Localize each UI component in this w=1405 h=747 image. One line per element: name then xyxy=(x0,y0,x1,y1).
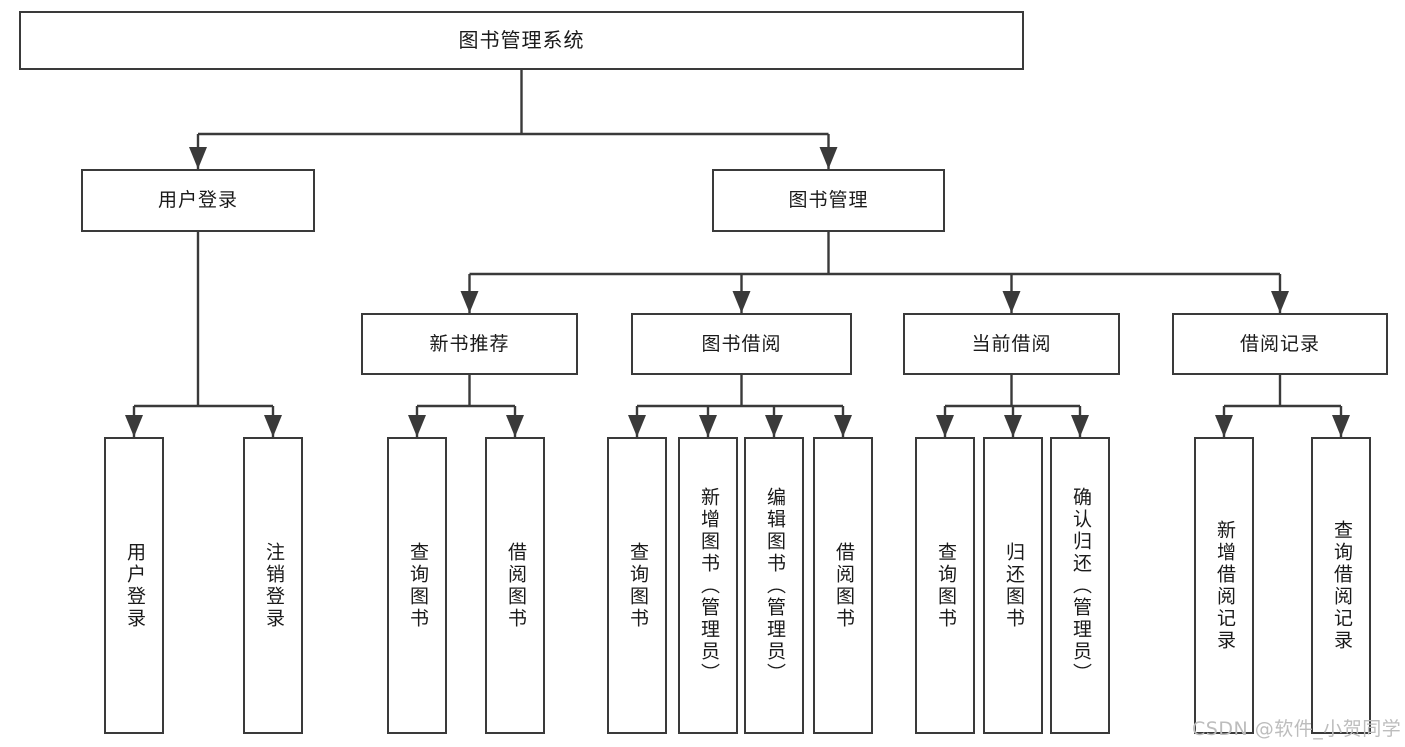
arrowhead-current xyxy=(1002,291,1021,313)
arrowhead-n_borrow xyxy=(506,415,524,437)
node-label-newbook: 新书推荐 xyxy=(429,332,510,355)
node-label-r_query: 查询借阅记录 xyxy=(1330,519,1353,652)
node-label-bookmgmt: 图书管理 xyxy=(788,189,869,212)
node-box-c_confirm[interactable]: 确认归还（管理员） xyxy=(1050,437,1110,734)
arrowhead-n_query xyxy=(408,415,426,437)
arrowhead-r_add xyxy=(1215,415,1233,437)
node-box-b_query[interactable]: 查询图书 xyxy=(607,437,667,734)
arrowhead-c_query xyxy=(936,415,954,437)
node-box-current[interactable]: 当前借阅 xyxy=(903,313,1120,375)
node-box-login[interactable]: 用户登录 xyxy=(81,169,315,232)
node-label-b_borrow: 借阅图书 xyxy=(832,541,855,630)
node-label-b_edit: 编辑图书（管理员） xyxy=(763,486,786,685)
node-label-c_query: 查询图书 xyxy=(934,541,957,630)
arrowhead-c_confirm xyxy=(1071,415,1089,437)
node-label-l_logout: 注销登录 xyxy=(262,541,285,630)
node-label-current: 当前借阅 xyxy=(971,332,1052,355)
node-box-n_borrow[interactable]: 借阅图书 xyxy=(485,437,545,734)
node-label-borrow: 图书借阅 xyxy=(701,332,782,355)
node-box-r_query[interactable]: 查询借阅记录 xyxy=(1311,437,1371,734)
arrowhead-b_query xyxy=(628,415,646,437)
node-box-b_edit[interactable]: 编辑图书（管理员） xyxy=(744,437,804,734)
node-box-records[interactable]: 借阅记录 xyxy=(1172,313,1388,375)
node-label-records: 借阅记录 xyxy=(1239,332,1320,355)
node-box-r_add[interactable]: 新增借阅记录 xyxy=(1194,437,1254,734)
arrowhead-borrow xyxy=(732,291,751,313)
node-label-l_login: 用户登录 xyxy=(123,541,146,630)
node-label-n_query: 查询图书 xyxy=(406,541,429,630)
arrowhead-b_borrow xyxy=(834,415,852,437)
node-box-b_borrow[interactable]: 借阅图书 xyxy=(813,437,873,734)
node-box-root[interactable]: 图书管理系统 xyxy=(19,11,1024,70)
node-label-root: 图书管理系统 xyxy=(458,27,585,52)
node-label-r_add: 新增借阅记录 xyxy=(1213,519,1236,652)
node-label-n_borrow: 借阅图书 xyxy=(504,541,527,630)
node-box-c_return[interactable]: 归还图书 xyxy=(983,437,1043,734)
node-label-login: 用户登录 xyxy=(157,189,238,212)
node-label-c_confirm: 确认归还（管理员） xyxy=(1069,486,1092,685)
node-label-c_return: 归还图书 xyxy=(1002,541,1025,630)
node-box-bookmgmt[interactable]: 图书管理 xyxy=(712,169,945,232)
arrowhead-records xyxy=(1271,291,1289,313)
arrowhead-r_query xyxy=(1332,415,1350,437)
arrowhead-c_return xyxy=(1004,415,1022,437)
node-box-l_login[interactable]: 用户登录 xyxy=(104,437,164,734)
arrowhead-bookmgmt xyxy=(819,147,838,169)
arrowhead-newbook xyxy=(460,291,479,313)
node-box-c_query[interactable]: 查询图书 xyxy=(915,437,975,734)
node-box-l_logout[interactable]: 注销登录 xyxy=(243,437,303,734)
arrowhead-l_logout xyxy=(264,415,282,437)
node-box-borrow[interactable]: 图书借阅 xyxy=(631,313,852,375)
node-box-newbook[interactable]: 新书推荐 xyxy=(361,313,578,375)
node-label-b_query: 查询图书 xyxy=(626,541,649,630)
node-box-b_add[interactable]: 新增图书（管理员） xyxy=(678,437,738,734)
arrowhead-login xyxy=(189,147,207,169)
node-label-b_add: 新增图书（管理员） xyxy=(697,486,720,685)
arrowhead-b_edit xyxy=(765,415,783,437)
node-box-n_query[interactable]: 查询图书 xyxy=(387,437,447,734)
arrowhead-b_add xyxy=(699,415,717,437)
arrowhead-l_login xyxy=(125,415,143,437)
